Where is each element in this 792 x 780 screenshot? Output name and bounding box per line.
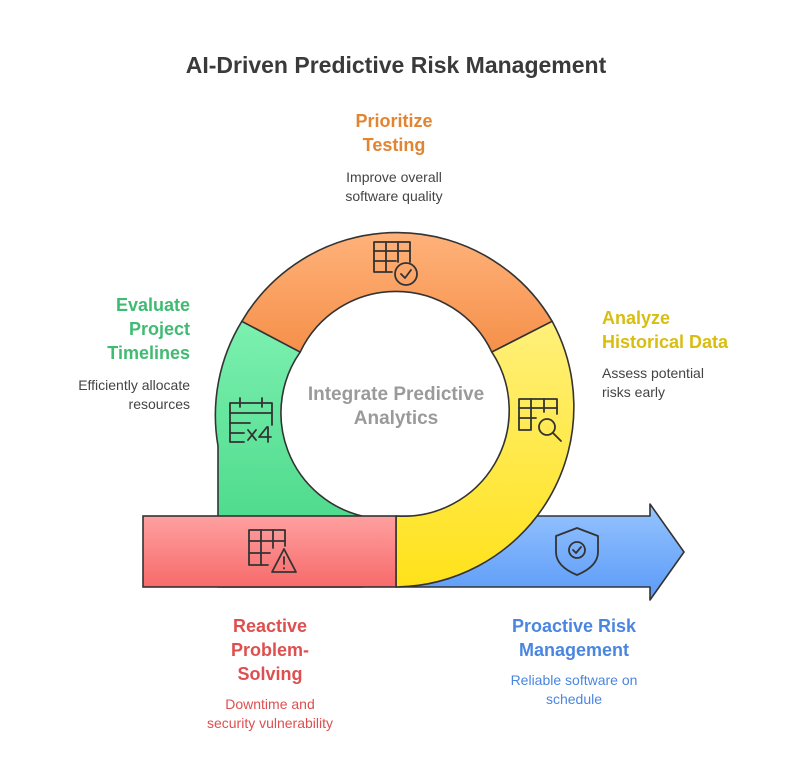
evaluate-label: Evaluate Project Timelines xyxy=(30,293,190,365)
reactive-bar xyxy=(142,515,397,588)
evaluate-line-1: Evaluate xyxy=(115,295,190,315)
proactive-line-1: Proactive Risk xyxy=(511,616,637,636)
reactive-line-1: Reactive xyxy=(232,616,308,636)
evaluate-line-3: Timelines xyxy=(107,343,190,363)
reactive-line-3: Solving xyxy=(237,664,303,684)
center-line-2: Analytics xyxy=(353,408,439,429)
proactive-line-2: Management xyxy=(518,640,630,660)
prioritize-desc-2: software quality xyxy=(345,188,443,204)
center-line-1: Integrate Predictive xyxy=(307,384,485,405)
proactive-desc-1: Reliable software on xyxy=(510,672,638,688)
analyze-label: Analyze Historical Data xyxy=(602,306,782,354)
reactive-line-2: Problem- xyxy=(230,640,309,660)
reactive-label: Reactive Problem- Solving xyxy=(170,614,370,686)
evaluate-desc-2: resources xyxy=(128,396,190,412)
prioritize-line-2: Testing xyxy=(362,135,426,155)
prioritize-desc: Improve overall software quality xyxy=(294,168,494,206)
analyze-desc-2: risks early xyxy=(602,384,666,400)
reactive-desc: Downtime and security vulnerability xyxy=(170,695,370,733)
analyze-desc: Assess potential risks early xyxy=(602,364,782,402)
evaluate-line-2: Project xyxy=(128,319,190,339)
proactive-label: Proactive Risk Management xyxy=(474,614,674,662)
prioritize-desc-1: Improve overall xyxy=(346,169,442,185)
shield-check-icon xyxy=(555,527,599,576)
prioritize-line-1: Prioritize xyxy=(355,111,433,131)
proactive-desc-2: schedule xyxy=(545,691,603,707)
prioritize-segment xyxy=(241,231,553,353)
analyze-line-1: Analyze xyxy=(602,308,671,328)
center-label: Integrate Predictive Analytics xyxy=(296,383,496,431)
diagram-title: AI-Driven Predictive Risk Management xyxy=(185,52,607,78)
table-warning-icon xyxy=(248,529,297,573)
evaluate-desc-1: Efficiently allocate xyxy=(78,377,190,393)
evaluate-desc: Efficiently allocate resources xyxy=(30,376,190,414)
analyze-desc-1: Assess potential xyxy=(602,365,704,381)
proactive-desc: Reliable software on schedule xyxy=(474,671,674,709)
calendar-x4-icon xyxy=(229,397,273,443)
reactive-desc-1: Downtime and xyxy=(225,696,315,712)
table-search-icon xyxy=(518,398,562,442)
reactive-desc-2: security vulnerability xyxy=(206,715,334,731)
analyze-segment xyxy=(395,320,575,588)
prioritize-label: Prioritize Testing xyxy=(294,109,494,157)
analyze-line-2: Historical Data xyxy=(602,332,729,352)
table-check-icon xyxy=(373,241,418,286)
